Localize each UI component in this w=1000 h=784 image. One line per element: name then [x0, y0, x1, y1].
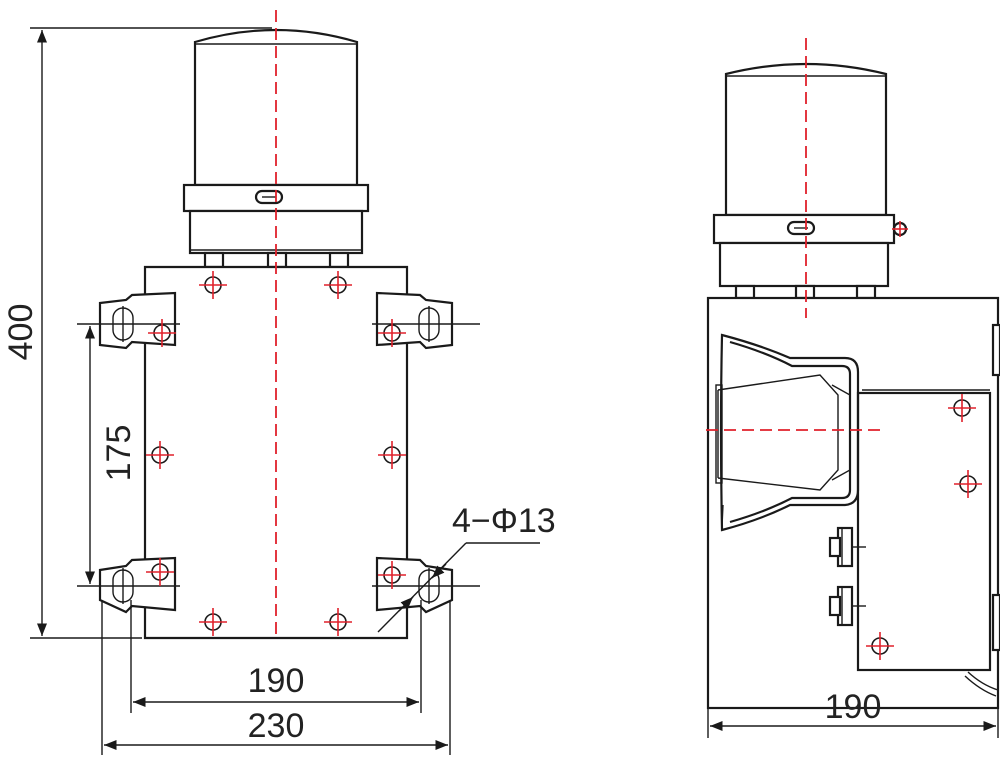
speaker-horn — [715, 333, 860, 532]
front-screw-markers — [146, 271, 406, 636]
dim-height: 400 — [2, 27, 272, 639]
dim-widths: 190 230 — [101, 600, 451, 755]
front-view: 400 175 4−Φ13 190 230 — [2, 10, 556, 755]
dim-overall-width-label: 230 — [248, 707, 305, 745]
hole-spec-label: 4−Φ13 — [452, 502, 556, 540]
side-screw-markers — [866, 394, 982, 660]
dim-mount-spacing-label: 175 — [100, 425, 138, 482]
dim-side-depth: 190 — [707, 688, 999, 738]
hole-callout: 4−Φ13 — [377, 502, 556, 633]
dim-side-depth-label: 190 — [825, 688, 882, 726]
side-inner-panel — [856, 391, 992, 672]
mounting-ear-top-left — [77, 291, 180, 350]
mounting-ear-top-right — [372, 291, 480, 350]
side-beacon-base — [718, 241, 890, 288]
dim-mount-spacing: 175 — [84, 326, 138, 584]
dim-hole-center-width-label: 190 — [248, 662, 305, 700]
dim-height-label: 400 — [2, 304, 40, 361]
cable-gland-lower — [828, 585, 866, 627]
mounting-ear-bottom-right — [372, 556, 480, 614]
cable-gland-upper — [828, 526, 866, 568]
side-view: 190 — [706, 38, 1000, 738]
